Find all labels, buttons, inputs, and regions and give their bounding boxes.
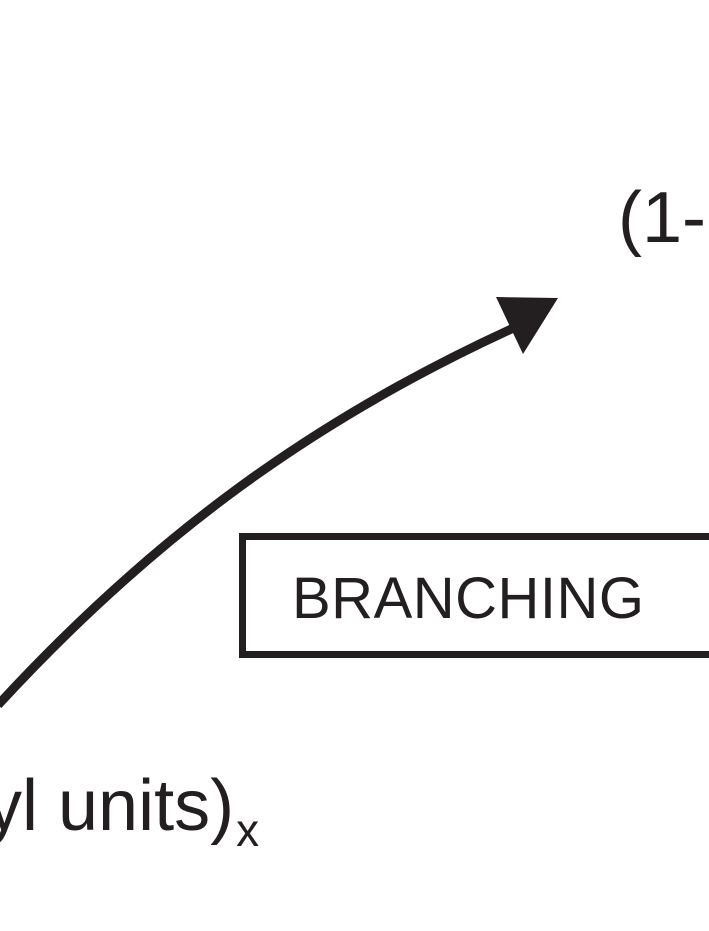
top-label-fragment: (1- (618, 178, 706, 258)
bottom-label-fragment: yl units)x (0, 770, 259, 853)
branching-box: BRANCHING (239, 533, 709, 658)
branching-label: BRANCHING (292, 566, 645, 631)
curved-arrow-shaft (0, 320, 522, 709)
arrowhead-icon (496, 297, 558, 354)
bottom-label-main: yl units) (0, 766, 235, 846)
bottom-label-subscript: x (236, 804, 260, 856)
